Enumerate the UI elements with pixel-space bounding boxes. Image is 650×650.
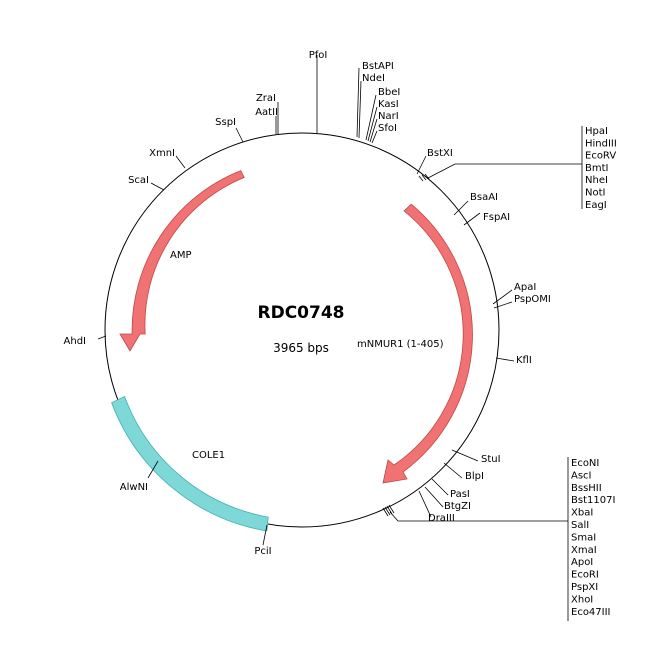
cluster-top-label-6: EagI: [585, 200, 607, 211]
plasmid-name: RDC0748: [258, 303, 345, 323]
site-tick-ndei: [358, 80, 362, 139]
site-label-bstapi: BstAPI: [362, 61, 394, 72]
site-tick-fspai: [463, 212, 481, 226]
cole1-feature-block: [111, 395, 269, 532]
site-tick-dralli: [418, 490, 432, 518]
site-label-bstxi: BstXI: [427, 148, 453, 159]
amp-feature-arrow: [119, 170, 245, 352]
amp-feature-label: AMP: [170, 250, 192, 261]
site-tick-bstxi: [416, 155, 427, 175]
cluster-top-label-0: HpaI: [585, 126, 608, 137]
plasmid-backbone: [104, 132, 500, 528]
site-label-ndei: NdeI: [362, 73, 385, 84]
site-label-dralli: DraIII: [428, 513, 455, 524]
cluster-bottom-label-2: BssHII: [571, 483, 602, 494]
cluster-bottom-label-9: EcoRI: [571, 570, 599, 581]
site-tick-stui: [451, 449, 479, 462]
cluster-bottom-label-12: Eco47III: [571, 607, 611, 618]
site-tick-apai: [492, 289, 513, 305]
mnmur1-feature-arrow: [382, 203, 473, 484]
site-label-bsaai: BsaAI: [470, 192, 498, 203]
site-label-xmni: XmnI: [149, 148, 175, 159]
cluster-bottom-label-0: EcoNI: [571, 458, 599, 469]
site-label-scai: ScaI: [128, 175, 149, 186]
cluster-bottom-label-6: SmaI: [571, 532, 596, 543]
site-tick-bstapi: [356, 67, 360, 138]
site-tick-pasi: [431, 478, 449, 496]
site-tick-xmni: [175, 155, 186, 169]
site-tick-sspi: [235, 127, 244, 143]
site-label-ahdi: AhdI: [64, 336, 86, 347]
site-tick-bbei: [365, 94, 377, 141]
site-label-psp-omi: PspOMI: [514, 294, 551, 305]
cluster-top-bracket: [427, 126, 583, 209]
site-tick-kasi: [367, 106, 378, 142]
cluster-top-label-1: HindIII: [585, 138, 617, 149]
site-label-btgzi: BtgZI: [444, 501, 471, 512]
cluster-bottom-marks: [382, 504, 395, 517]
cluster-bottom-label-1: AscI: [571, 470, 592, 481]
site-label-sspi: SspI: [215, 117, 236, 128]
cluster-top-label-5: NotI: [585, 188, 605, 199]
site-tick-alwni: [147, 460, 159, 479]
cluster-top-label-4: NheI: [585, 175, 608, 186]
cluster-bottom-label-3: Bst1107I: [571, 495, 615, 506]
site-tick-psp-omi: [493, 301, 513, 309]
mnmur1-feature-label: mNMUR1 (1-405): [357, 339, 444, 350]
site-label-fspai: FspAI: [483, 212, 510, 223]
plasmid-size: 3965 bps: [273, 341, 329, 355]
site-label-aatii: AatII: [255, 107, 278, 118]
site-tick-sfoi: [371, 130, 378, 144]
cluster-bottom-label-11: XhoI: [571, 594, 593, 605]
site-tick-pcii: [262, 524, 268, 546]
cluster-bottom-label-7: XmaI: [571, 545, 597, 556]
cluster-bottom-bracket: [389, 457, 569, 621]
site-tick-scai: [150, 182, 165, 191]
site-tick-nari: [369, 118, 378, 143]
cluster-bottom-label-8: ApoI: [571, 557, 593, 568]
site-label-alwni: AlwNI: [120, 482, 148, 493]
site-label-pasi: PasI: [450, 489, 470, 500]
site-label-nari: NarI: [378, 111, 399, 122]
site-label-pfoi: PfoI: [309, 50, 328, 61]
site-label-bbei: BbeI: [378, 87, 400, 98]
site-label-apai: ApaI: [514, 282, 536, 293]
site-ticks: [97, 55, 515, 546]
site-tick-btgzi: [424, 486, 444, 508]
site-label-stui: StuI: [481, 454, 501, 465]
site-label-pcii: PciI: [254, 546, 271, 557]
cluster-bottom-label-4: XbaI: [571, 508, 593, 519]
site-tick-blpi: [443, 462, 463, 479]
site-tick-kfli: [495, 357, 515, 362]
site-tick-ahdi: [97, 335, 107, 340]
cole1-feature-label: COLE1: [192, 450, 225, 461]
site-label-kfli: KflI: [516, 355, 532, 366]
cluster-bottom-label-10: PspXI: [571, 582, 598, 593]
site-tick-bsaai: [453, 200, 469, 216]
site-label-kasi: KasI: [378, 99, 399, 110]
site-label-zrai: ZraI: [256, 93, 276, 104]
cluster-top-label-3: BmtI: [585, 163, 608, 174]
cluster-top-label-2: EcoRV: [585, 151, 616, 162]
site-label-blpi: BlpI: [465, 471, 484, 482]
cluster-bottom-label-5: SalI: [571, 520, 589, 531]
site-label-sfoi: SfoI: [378, 123, 397, 134]
